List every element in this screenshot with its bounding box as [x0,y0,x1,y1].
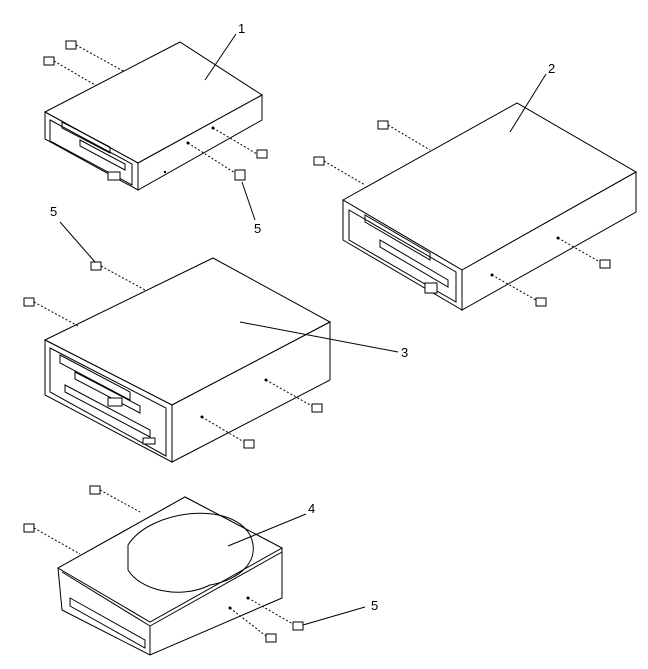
screw-icon [212,127,268,159]
callout-5-screw: 5 [50,204,58,219]
callout-leaders [59,33,547,626]
screw-icon [201,416,255,449]
callout-3: 3 [401,345,409,360]
callout-5-screw: 5 [254,221,262,236]
screw-icon [377,120,431,151]
callout-5-screw: 5 [371,598,379,613]
screw-icon [229,607,277,643]
screw-icon [491,274,547,307]
screw-icon [90,261,146,291]
callout-4: 4 [308,501,316,516]
screw-icon [247,597,304,631]
screw-icon [23,523,81,555]
screw-icon [265,379,323,413]
screw-icon [65,40,126,73]
screw-icon [557,237,611,269]
screws [23,40,611,643]
callout-2: 2 [548,61,556,76]
screw-icon [23,297,79,327]
screw-icon [43,56,96,86]
hard-disk-4 [56,496,284,656]
screw-icon [187,142,246,181]
combo-drive-3 [43,257,332,463]
floppy-drive-1 [43,41,263,191]
floppy-drive-2 [341,102,638,311]
callout-1: 1 [238,21,246,36]
screw-icon [89,485,141,513]
screw-icon [313,156,366,186]
